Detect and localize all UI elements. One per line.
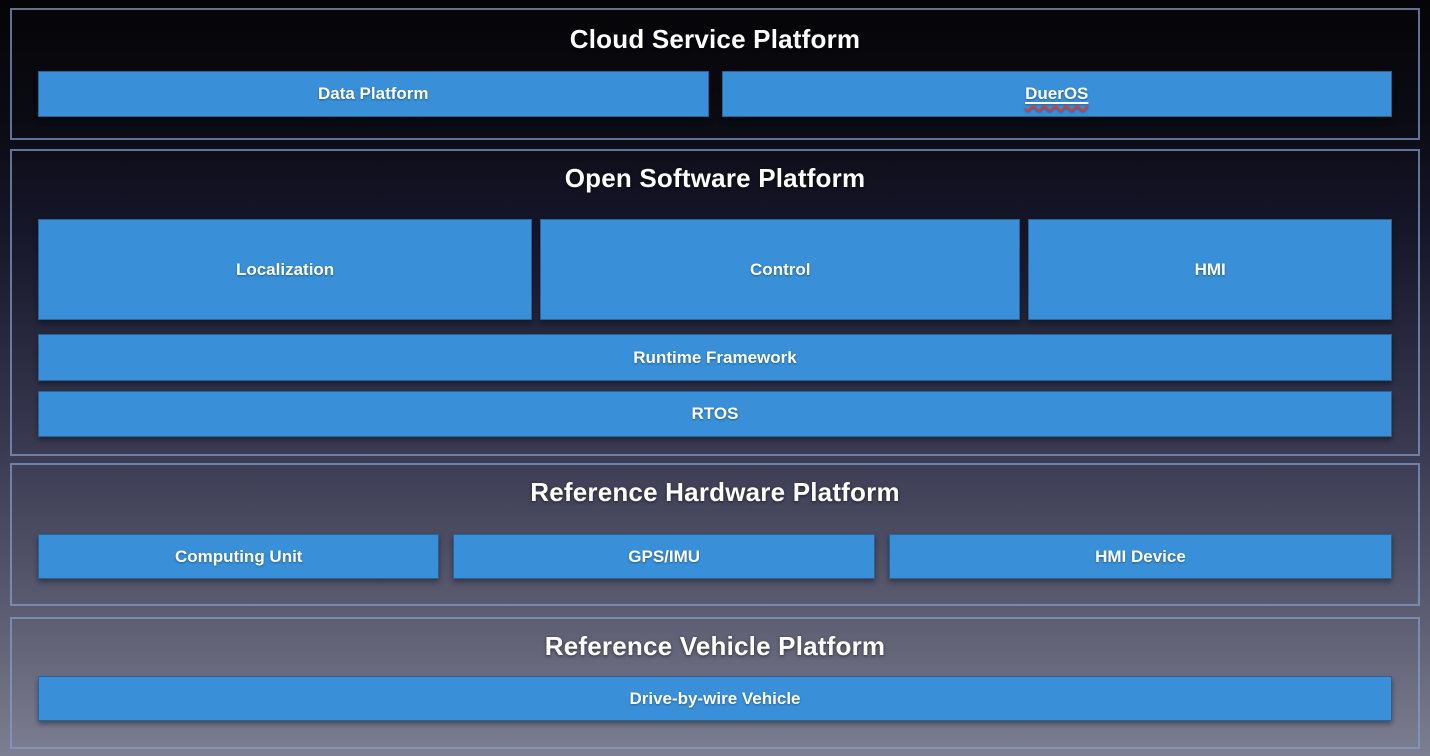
block-hmi: HMI (1028, 219, 1392, 320)
block-hmi-device: HMI Device (888, 534, 1392, 579)
hardware-blocks-row: Computing Unit GPS/IMU HMI Device (38, 534, 1392, 579)
runtime-framework-row: Runtime Framework (38, 334, 1392, 381)
section-open-software-platform: Open Software Platform Localization Cont… (10, 149, 1420, 456)
section-cloud-service-platform: Cloud Service Platform Data Platform Due… (10, 8, 1420, 140)
vehicle-blocks-row: Drive-by-wire Vehicle (38, 676, 1392, 721)
block-dueros: DuerOS (721, 71, 1392, 117)
block-label: Runtime Framework (633, 347, 797, 367)
section-reference-vehicle-platform: Reference Vehicle Platform Drive-by-wire… (10, 617, 1420, 749)
block-label: Control (750, 259, 811, 279)
block-label: Drive-by-wire Vehicle (629, 688, 801, 708)
block-data-platform: Data Platform (38, 71, 709, 117)
block-gps-imu: GPS/IMU (453, 534, 875, 579)
section-title: Open Software Platform (564, 163, 866, 193)
spellcheck-squiggle: DuerOS (1025, 84, 1088, 104)
block-control: Control (540, 219, 1021, 320)
block-label: DuerOS (1025, 84, 1089, 103)
block-rtos: RTOS (38, 391, 1392, 437)
section-title: Reference Vehicle Platform (544, 631, 886, 661)
block-computing-unit: Computing Unit (38, 534, 440, 579)
block-label: HMI Device (1095, 546, 1186, 566)
block-localization: Localization (38, 219, 533, 320)
cloud-blocks-row: Data Platform DuerOS (38, 71, 1392, 117)
block-label: RTOS (691, 404, 739, 423)
block-label: GPS/IMU (628, 546, 701, 566)
block-label: HMI (1194, 259, 1226, 279)
block-drive-by-wire-vehicle: Drive-by-wire Vehicle (38, 676, 1392, 721)
block-label: Localization (235, 259, 335, 279)
block-label: Computing Unit (175, 546, 303, 566)
block-label: Data Platform (317, 84, 429, 103)
section-title: Cloud Service Platform (569, 24, 861, 54)
rtos-row: RTOS (38, 391, 1392, 437)
block-runtime-framework: Runtime Framework (38, 334, 1392, 381)
section-title: Reference Hardware Platform (530, 477, 900, 507)
section-reference-hardware-platform: Reference Hardware Platform Computing Un… (10, 463, 1420, 606)
software-modules-row: Localization Control HMI (38, 219, 1392, 320)
